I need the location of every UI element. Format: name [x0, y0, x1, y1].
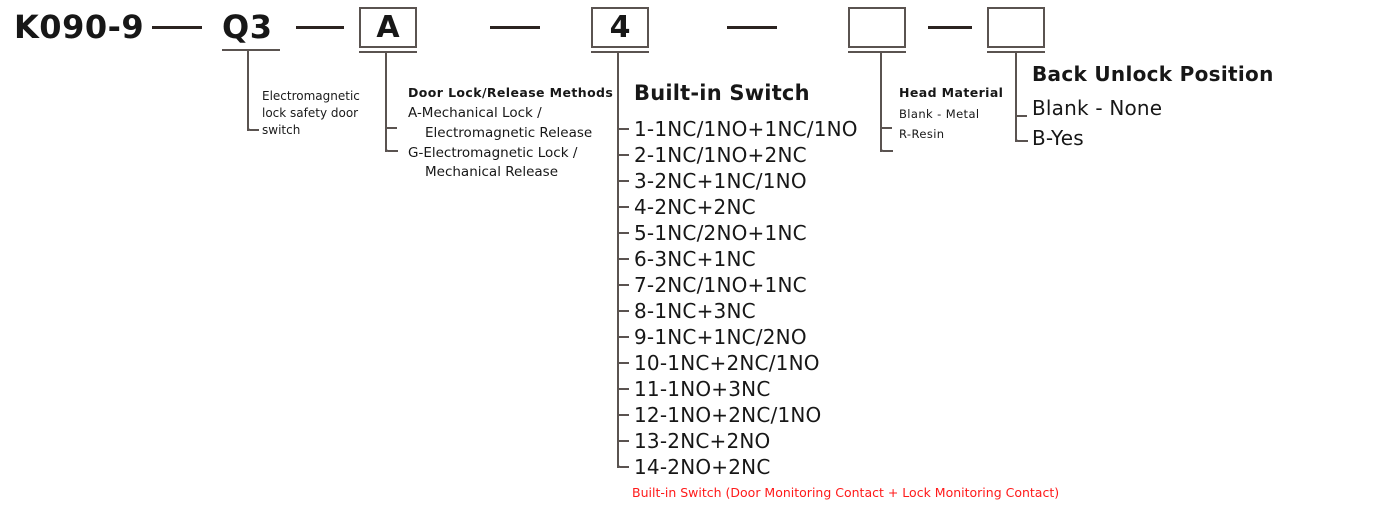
- code-series-underbar: [222, 49, 280, 51]
- builtin-switch-option-1: 1-1NC/1NO+1NC/1NO: [634, 117, 858, 141]
- head-material-option-blank: Blank - Metal: [899, 107, 980, 121]
- code-lock-method-underbar: [359, 51, 417, 53]
- series-note-line-1: Electromagnetic: [262, 89, 360, 103]
- head-material-tick-resin: [880, 127, 892, 129]
- code-separator-2: [296, 26, 344, 29]
- head-material-option-resin: R-Resin: [899, 127, 945, 141]
- builtin-switch-tick-13: [617, 440, 629, 442]
- builtin-switch-option-5: 5-1NC/2NO+1NC: [634, 221, 807, 245]
- builtin-switch-tick-12: [617, 414, 629, 416]
- series-leader-line: [247, 49, 249, 131]
- code-head-material-underbar: [848, 51, 906, 53]
- door-lock-leader-elbow: [385, 141, 398, 152]
- door-lock-tick-a: [385, 127, 397, 129]
- code-separator-4: [727, 26, 777, 29]
- builtin-switch-tick-5: [617, 232, 629, 234]
- code-builtin-switch-underbar: [591, 51, 649, 53]
- head-material-leader-elbow: [880, 141, 893, 152]
- builtin-switch-tick-6: [617, 258, 629, 260]
- builtin-switch-leader-elbow: [617, 458, 629, 468]
- builtin-switch-tick-8: [617, 310, 629, 312]
- builtin-switch-option-10: 10-1NC+2NC/1NO: [634, 351, 820, 375]
- back-unlock-tick-blank: [1015, 115, 1027, 117]
- builtin-switch-option-8: 8-1NC+3NC: [634, 299, 756, 323]
- builtin-switch-option-13: 13-2NC+2NO: [634, 429, 771, 453]
- builtin-switch-tick-10: [617, 362, 629, 364]
- series-leader-elbow: [247, 120, 259, 131]
- code-base: K090-9: [14, 8, 145, 46]
- door-lock-option-a-line1: A-Mechanical Lock /: [408, 105, 542, 121]
- builtin-switch-tick-7: [617, 284, 629, 286]
- series-note: Electromagnetic lock safety door switch: [262, 88, 362, 139]
- builtin-switch-footnote: Built-in Switch (Door Monitoring Contact…: [632, 485, 1060, 500]
- code-separator-3: [490, 26, 540, 29]
- code-separator-5: [928, 26, 972, 29]
- series-note-line-2: lock safety door: [262, 106, 359, 120]
- back-unlock-leader-line: [1015, 51, 1017, 142]
- builtin-switch-tick-11: [617, 388, 629, 390]
- builtin-switch-tick-3: [617, 180, 629, 182]
- builtin-switch-option-12: 12-1NO+2NC/1NO: [634, 403, 822, 427]
- door-lock-option-g-line2: Mechanical Release: [425, 164, 558, 180]
- builtin-switch-option-14: 14-2NO+2NC: [634, 455, 771, 479]
- code-head-material-box: [848, 7, 906, 48]
- back-unlock-title: Back Unlock Position: [1032, 62, 1274, 86]
- door-lock-leader-line: [385, 51, 387, 152]
- door-lock-option-g-line1: G-Electromagnetic Lock /: [408, 145, 578, 161]
- builtin-switch-tick-9: [617, 336, 629, 338]
- builtin-switch-tick-1: [617, 128, 629, 130]
- builtin-switch-option-11: 11-1NO+3NC: [634, 377, 771, 401]
- builtin-switch-option-9: 9-1NC+1NC/2NO: [634, 325, 807, 349]
- code-builtin-switch-box: 4: [591, 7, 649, 48]
- builtin-switch-option-4: 4-2NC+2NC: [634, 195, 756, 219]
- builtin-switch-tick-2: [617, 154, 629, 156]
- door-lock-title: Door Lock/Release Methods: [408, 85, 614, 100]
- code-series: Q3: [222, 8, 273, 46]
- builtin-switch-tick-4: [617, 206, 629, 208]
- code-lock-method-box: A: [359, 7, 417, 48]
- builtin-switch-option-7: 7-2NC/1NO+1NC: [634, 273, 807, 297]
- code-back-unlock-box: [987, 7, 1045, 48]
- builtin-switch-title: Built-in Switch: [634, 81, 810, 105]
- back-unlock-option-blank: Blank - None: [1032, 96, 1163, 120]
- back-unlock-leader-elbow: [1015, 131, 1028, 142]
- door-lock-option-a-line2: Electromagnetic Release: [425, 125, 593, 141]
- builtin-switch-option-2: 2-1NC/1NO+2NC: [634, 143, 807, 167]
- head-material-leader-line: [880, 51, 882, 152]
- builtin-switch-option-6: 6-3NC+1NC: [634, 247, 756, 271]
- head-material-title: Head Material: [899, 85, 1004, 100]
- back-unlock-option-yes: B-Yes: [1032, 126, 1084, 150]
- code-separator-1: [152, 26, 202, 29]
- builtin-switch-option-3: 3-2NC+1NC/1NO: [634, 169, 807, 193]
- series-note-line-3: switch: [262, 123, 301, 137]
